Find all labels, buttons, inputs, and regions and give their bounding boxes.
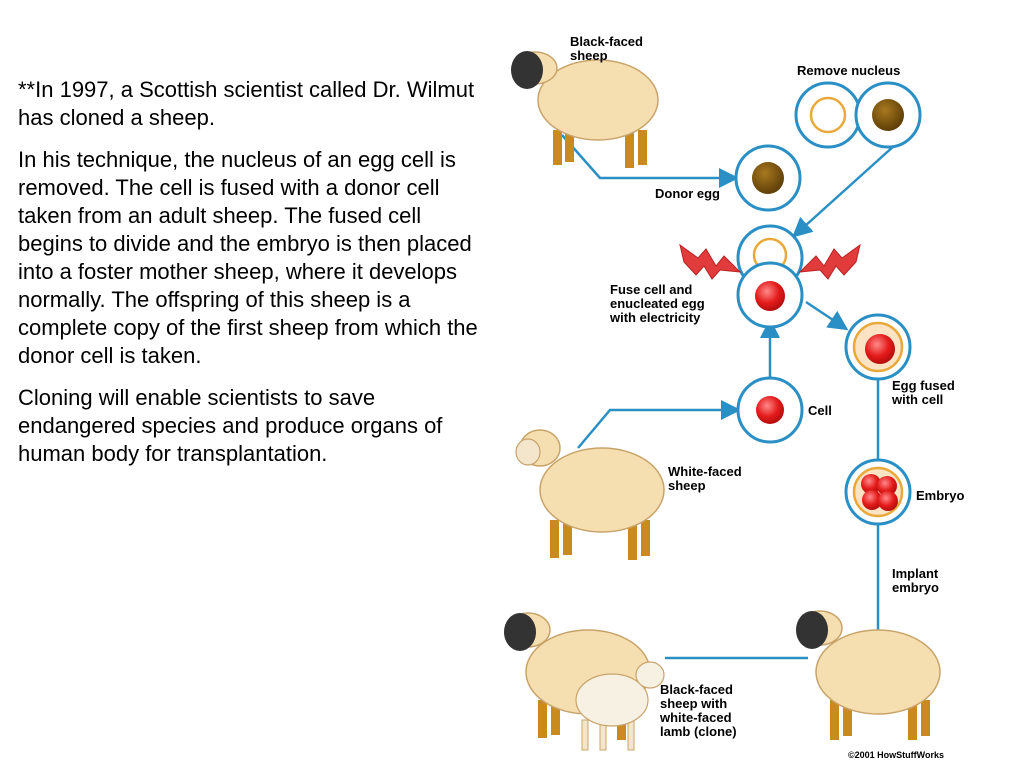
label-white-faced-sheep-1: White-faced (668, 464, 742, 479)
arrow-remove-nucleus-to-fuse (792, 144, 896, 238)
text-panel: **In 1997, a Scottish scientist called D… (18, 76, 478, 482)
label-lamb-1: Black-faced (660, 682, 733, 697)
label-egg-fused-1: Egg fused (892, 378, 955, 393)
cloning-diagram: Black-faced sheep Remove nucleus Donor e… (504, 34, 964, 760)
arrow-sheep-to-donor-egg (561, 134, 739, 188)
white-faced-sheep (515, 429, 665, 560)
label-fuse-3: with electricity (609, 310, 701, 325)
intro-paragraph: **In 1997, a Scottish scientist called D… (18, 77, 475, 130)
remove-nucleus-cells (794, 81, 922, 149)
label-remove-nucleus: Remove nucleus (797, 63, 900, 78)
label-donor-egg: Donor egg (655, 186, 720, 201)
fuse-cells (736, 224, 804, 329)
technique-paragraph: In his technique, the nucleus of an egg … (18, 147, 478, 368)
label-fuse-1: Fuse cell and (610, 282, 692, 297)
label-egg-fused-2: with cell (891, 392, 943, 407)
label-white-faced-sheep-2: sheep (668, 478, 706, 493)
label-implant-1: Implant (892, 566, 939, 581)
label-implant-2: embryo (892, 580, 939, 595)
black-faced-sheep-top (511, 51, 659, 168)
label-fuse-2: enucleated egg (610, 296, 705, 311)
donor-egg-cell (734, 144, 802, 212)
label-embryo: Embryo (916, 488, 964, 503)
label-black-faced-sheep-2: sheep (570, 48, 608, 63)
arrow-fuse-to-egg-fused (805, 300, 849, 331)
label-lamb-2: sheep with (660, 696, 727, 711)
electric-spark-right (798, 243, 861, 280)
black-faced-sheep-recipient (796, 610, 941, 740)
embryo-cell (844, 458, 912, 526)
electric-spark-left (679, 243, 742, 280)
benefits-paragraph: Cloning will enable scientists to save e… (18, 385, 443, 466)
label-black-faced-sheep-1: Black-faced (570, 34, 643, 49)
white-faced-lamb (575, 661, 665, 751)
label-lamb-3: white-faced (659, 710, 732, 725)
body-cell (736, 376, 804, 444)
process-arrows (561, 134, 896, 660)
arrow-white-sheep-to-cell (577, 400, 741, 449)
copyright-notice: ©2001 HowStuffWorks (848, 750, 944, 760)
label-lamb-4: lamb (clone) (660, 724, 737, 739)
label-cell: Cell (808, 403, 832, 418)
egg-fused-cell (844, 313, 912, 381)
